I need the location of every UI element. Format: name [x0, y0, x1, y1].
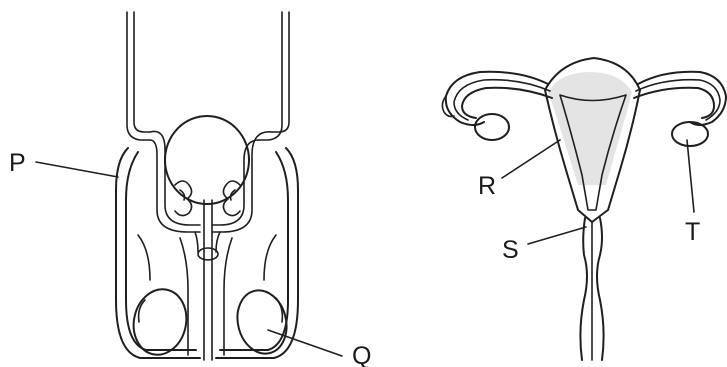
label-r: R — [478, 172, 496, 200]
fallopian-tube-right — [634, 72, 726, 125]
label-s-group: S — [502, 227, 586, 264]
ovary-right — [672, 122, 708, 146]
male-reproductive-system: P Q — [9, 12, 371, 367]
label-r-leader-line — [502, 140, 560, 178]
scrotum-outline — [116, 148, 298, 358]
label-t: T — [685, 218, 700, 246]
label-t-leader-line — [687, 140, 694, 212]
female-reproductive-system: R S T — [442, 58, 726, 360]
testes — [128, 284, 293, 359]
prostate-gland — [198, 248, 218, 260]
fallopian-tube-left — [442, 72, 552, 125]
label-q: Q — [352, 342, 371, 367]
label-p-group: P — [9, 149, 118, 177]
seminal-vesicles — [175, 181, 240, 216]
label-s: S — [502, 236, 519, 264]
label-p: P — [9, 149, 26, 177]
label-p-leader-line — [36, 162, 118, 177]
ovary-left — [475, 114, 509, 140]
uterus-wall-shading — [548, 72, 632, 185]
label-t-group: T — [685, 140, 700, 246]
label-s-leader-line — [528, 227, 586, 244]
vas-deferens-right — [212, 12, 289, 232]
label-r-group: R — [478, 140, 560, 200]
urethra — [204, 200, 212, 360]
urinary-bladder — [165, 116, 249, 204]
vagina — [580, 218, 603, 360]
label-q-group: Q — [268, 330, 371, 367]
